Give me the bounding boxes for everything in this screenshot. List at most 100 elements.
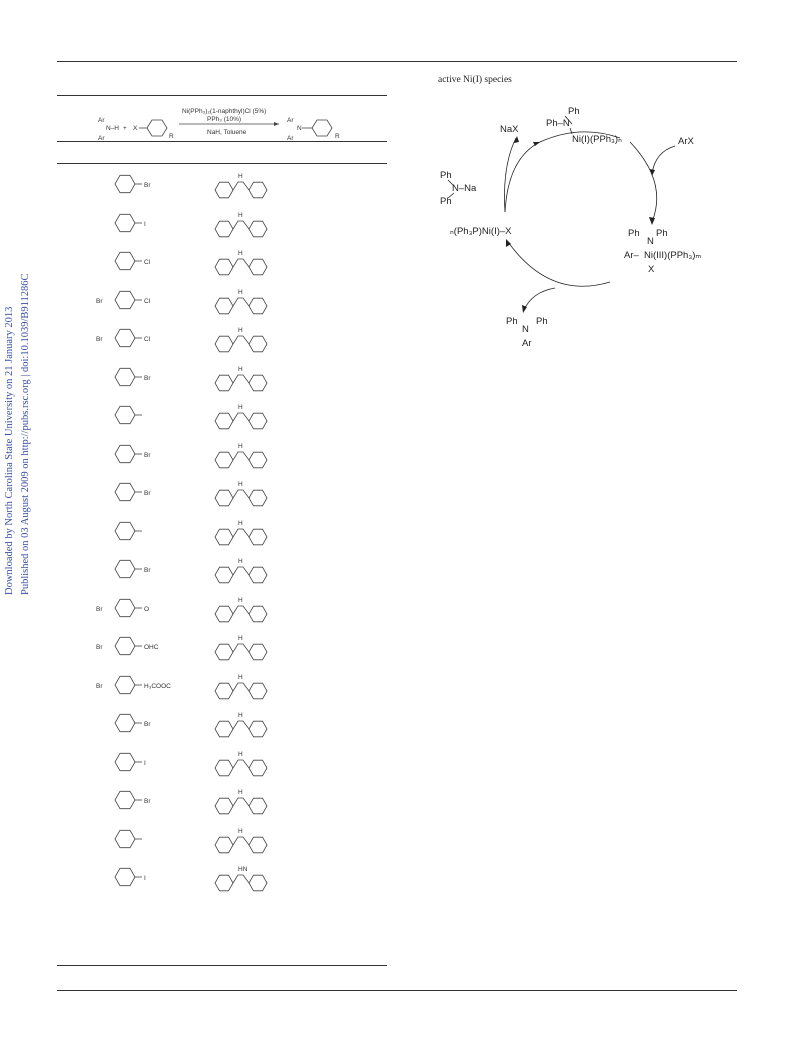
product-structure: H [214, 789, 268, 815]
product-structure: H [214, 520, 268, 545]
cycle-right-ni: Ni(III)(PPh₃)ₘ [644, 250, 701, 261]
product-amine-bond [232, 874, 250, 884]
substrate-label: OHC [144, 644, 159, 651]
product-amine-bond [232, 181, 250, 191]
substrate-structure: OBr [96, 598, 149, 617]
product-ring-2 [248, 836, 268, 853]
substrate-structure: Br [114, 367, 151, 386]
substrate-ring [114, 829, 136, 848]
substrate-ring [114, 598, 136, 617]
product-nh-label: H [238, 635, 243, 642]
substrate-structure: I [114, 752, 146, 771]
substrate-ring [114, 675, 136, 694]
arx-arrow [651, 145, 676, 175]
cycle-top-ph: Ph [568, 106, 580, 117]
nax-arrow [504, 137, 517, 213]
product-amine-bond [232, 759, 250, 768]
download-notice: Downloaded by North Carolina State Unive… [4, 306, 15, 595]
product-ring-2 [248, 258, 268, 276]
cycle-left-ph2: Ph [440, 196, 452, 207]
cycle-left-nna: N–Na [452, 183, 477, 194]
substrate-structure: I [114, 213, 146, 232]
product-structure: H [214, 558, 268, 584]
substrate-ring [114, 367, 136, 386]
product-ring-1 [214, 759, 234, 776]
product-amine-bond [232, 797, 250, 807]
substrate-structure [114, 405, 142, 425]
product-ring-2 [248, 682, 268, 699]
table-bottom-rule [57, 965, 387, 966]
product-amine-bond [232, 489, 250, 499]
product-nh-label: H [238, 674, 243, 681]
scheme-ligand: PPh₃ (10%) [207, 116, 241, 123]
product-structure: H [214, 481, 268, 507]
product-amine-bond [232, 682, 250, 691]
product-ring-1 [214, 489, 234, 507]
product-structure: H [214, 443, 268, 468]
substrate-ring [114, 790, 136, 810]
product-ring-1 [214, 528, 234, 545]
scheme-plus: + [123, 125, 127, 132]
product-ring-1 [214, 874, 234, 892]
scheme-product-n: N [297, 125, 302, 132]
catalytic-cycle: Ph Ph–N Ni(I)(PPh₃)ₙ ArX NaX Ph N–Na Ph … [440, 106, 701, 349]
product-ring-1 [214, 412, 234, 430]
cycle-prod-n: N [522, 324, 529, 335]
product-structure: H [214, 712, 268, 738]
page-bottom-rule [57, 990, 737, 991]
product-structure: H [214, 635, 268, 661]
product-ring-1 [214, 220, 234, 237]
mechanism-label: active Ni(I) species [438, 75, 512, 85]
scheme-amine-nh: N–H [106, 125, 119, 132]
table-header-rule-1 [57, 141, 387, 142]
product-ring-1 [214, 374, 234, 391]
product-structure: H [214, 289, 268, 314]
product-ring-1 [214, 682, 234, 699]
substrate-label: Br [144, 490, 151, 497]
scheme-product-ar1: Ar [287, 117, 294, 124]
substrate-label: Br [144, 182, 151, 189]
scheme-product-r: R [335, 133, 340, 140]
substrate-ring [114, 559, 136, 579]
cycle-prod-ar: Ar [522, 338, 532, 349]
product-structure: H [214, 366, 268, 391]
product-nh-label: H [238, 366, 243, 373]
substrate-label-2: Br [96, 683, 103, 690]
substrate-ring [114, 444, 136, 463]
scheme-conditions: NaH, Toluene [207, 129, 247, 136]
substrate-structure [114, 521, 142, 540]
product-nh-label: H [238, 751, 243, 758]
substrate-ring [114, 251, 136, 271]
product-amine-bond [232, 643, 250, 653]
product-ring-1 [214, 836, 234, 853]
substrate-label: Cl [144, 298, 151, 305]
substrate-ring [114, 867, 136, 887]
product-nh-label: H [238, 828, 243, 835]
cycle-right-ph1: Ph [628, 228, 640, 239]
cycle-prod-ph1: Ph [506, 316, 518, 327]
product-ring-2 [248, 759, 268, 776]
product-ring-1 [214, 605, 234, 622]
product-arrow [523, 287, 556, 311]
product-structure: H [214, 404, 268, 430]
product-nh-label: H [238, 173, 243, 180]
substrate-label-2: Br [96, 606, 103, 613]
scheme-halide-x: X [133, 125, 138, 132]
product-nh-label: H [238, 250, 243, 257]
product-amine-bond [232, 412, 250, 422]
product-ring-2 [248, 451, 268, 468]
product-structure: HN [214, 866, 268, 892]
product-ring-1 [214, 720, 234, 738]
substrate-label-2: Br [96, 336, 103, 343]
product-nh-label: H [238, 481, 243, 488]
product-ring-1 [214, 566, 234, 584]
product-nh-label: H [238, 789, 243, 796]
download-info-sidebar: Downloaded by North Carolina State Unive… [0, 250, 40, 610]
scheme-aryl-ring [146, 119, 168, 137]
substrate-structure [114, 829, 142, 848]
product-ring-2 [248, 643, 268, 661]
publish-notice: Published on 03 August 2009 on http://pu… [20, 273, 31, 596]
